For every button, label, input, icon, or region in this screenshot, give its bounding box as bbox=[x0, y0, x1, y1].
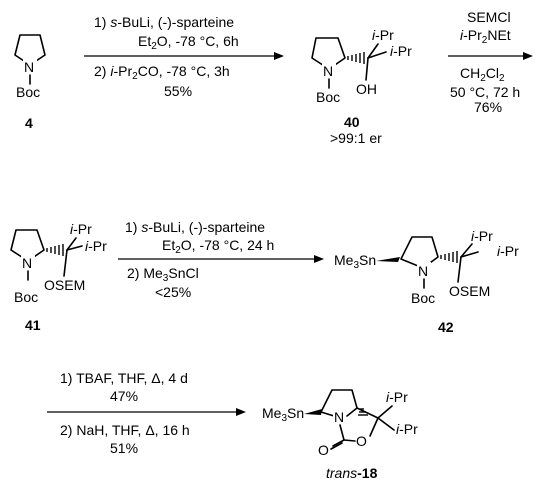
compound-number-40: 40 bbox=[344, 114, 360, 130]
wedge-bond-18 bbox=[304, 409, 322, 415]
step1-yield: 55% bbox=[164, 83, 192, 99]
step2-line1: SEMCl bbox=[467, 9, 511, 25]
atom-n-42: N bbox=[418, 263, 428, 279]
step1-line2: Et2O, -78 °C, 6h bbox=[138, 33, 239, 52]
arrow-head-2 bbox=[523, 52, 533, 60]
boc-label-40: Boc bbox=[316, 89, 340, 105]
ipr-label-18a: i-Pr bbox=[386, 389, 408, 405]
compound-trans-18-structure: Me3Sn N i-Pr i-Pr O O trans-18 bbox=[262, 389, 418, 481]
compound-41-structure: N Boc i-Pr i-Pr OSEM 41 bbox=[10, 221, 107, 333]
compound-40-structure: N Boc i-Pr i-Pr OH 40 >99:1 er bbox=[311, 27, 412, 146]
ipr-label-42a: i-Pr bbox=[471, 228, 493, 244]
step2-yield: 76% bbox=[474, 99, 502, 115]
atom-n-40: N bbox=[323, 63, 333, 79]
step3-line2: Et2O, -78 °C, 24 h bbox=[162, 237, 274, 256]
compound-number-4: 4 bbox=[25, 115, 33, 131]
osem-label-42: OSEM bbox=[449, 283, 490, 299]
ipr-label-41b: i-Pr bbox=[85, 238, 107, 254]
compound-4-structure: N Boc 4 bbox=[14, 34, 46, 131]
compound-number-42: 42 bbox=[438, 319, 454, 335]
arrow-head-4 bbox=[236, 408, 246, 416]
step3-yield: <25% bbox=[155, 284, 191, 300]
atom-n-41: N bbox=[22, 255, 32, 271]
o-ring-label-18: O bbox=[356, 433, 367, 449]
step-2: SEMCl i-Pr2NEt CH2Cl2 50 °C, 72 h 76% bbox=[448, 9, 533, 115]
step2-line3: CH2Cl2 bbox=[460, 65, 505, 84]
ipr-label-42b: i-Pr bbox=[497, 243, 519, 259]
arrow-head-1 bbox=[274, 52, 284, 60]
o-carbonyl-label-18: O bbox=[318, 442, 329, 458]
me3sn-label-42: Me3Sn bbox=[334, 252, 376, 271]
ipr-label-40a: i-Pr bbox=[372, 27, 394, 43]
step2-line2: i-Pr2NEt bbox=[460, 27, 511, 46]
wedge-bond-42 bbox=[376, 257, 400, 262]
step1-line1: 1) s-BuLi, (-)-sparteine bbox=[94, 14, 234, 30]
ipr-label-41a: i-Pr bbox=[70, 221, 92, 237]
atom-n-18: N bbox=[334, 409, 344, 425]
compound-42-structure: Me3Sn N Boc i-Pr i-Pr OSEM 42 bbox=[334, 228, 519, 335]
step2-line4: 50 °C, 72 h bbox=[450, 84, 520, 100]
compound-number-41: 41 bbox=[25, 317, 41, 333]
er-label-40: >99:1 er bbox=[330, 130, 382, 146]
step-4: 1) TBAF, THF, Δ, 4 d 47% 2) NaH, THF, Δ,… bbox=[47, 370, 246, 456]
osem-label-41: OSEM bbox=[44, 277, 85, 293]
ipr-label-18b: i-Pr bbox=[396, 421, 418, 437]
step-1: 1) s-BuLi, (-)-sparteine Et2O, -78 °C, 6… bbox=[84, 14, 284, 99]
step1-line3: 2) i-Pr2CO, -78 °C, 3h bbox=[94, 63, 230, 82]
boc-label-4: Boc bbox=[16, 84, 40, 100]
oh-label-40: OH bbox=[356, 81, 377, 97]
boc-label-42: Boc bbox=[411, 290, 435, 306]
compound-number-trans-18: trans-18 bbox=[326, 465, 378, 481]
me3sn-label-18: Me3Sn bbox=[262, 405, 304, 424]
ipr-label-40b: i-Pr bbox=[390, 43, 412, 59]
step3-line3: 2) Me3SnCl bbox=[127, 265, 199, 284]
step-3: 1) s-BuLi, (-)-sparteine Et2O, -78 °C, 2… bbox=[118, 219, 324, 300]
step4-yield1: 47% bbox=[110, 388, 138, 404]
arrow-head-3 bbox=[314, 255, 324, 263]
step3-line1: 1) s-BuLi, (-)-sparteine bbox=[125, 219, 265, 235]
atom-n-4: N bbox=[24, 59, 34, 75]
step4-line1: 1) TBAF, THF, Δ, 4 d bbox=[60, 370, 188, 386]
step4-yield2: 51% bbox=[110, 440, 138, 456]
boc-label-41: Boc bbox=[14, 289, 38, 305]
step4-line3: 2) NaH, THF, Δ, 16 h bbox=[60, 422, 190, 438]
